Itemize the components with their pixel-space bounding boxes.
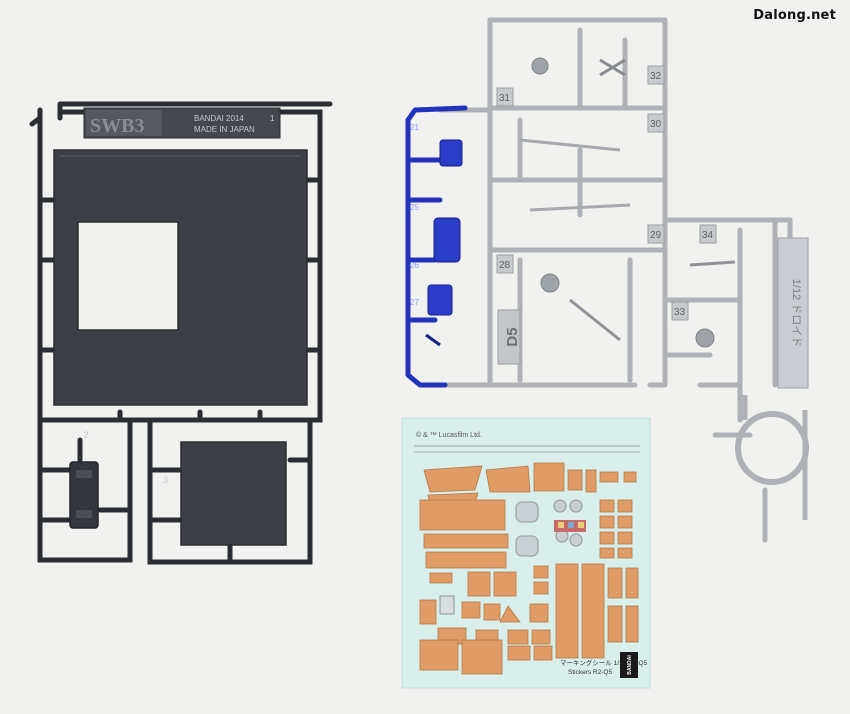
silver-parts (519, 57, 736, 348)
silver-part-number: 31 (499, 93, 511, 104)
silver-side-plate: 1/12 ドロイド (777, 237, 809, 389)
silver-side-label: 1/12 ドロイド (790, 279, 802, 347)
black-small-part: 2 (69, 430, 99, 529)
bandai-logo (620, 652, 638, 678)
silver-number-tags: 31 32 30 29 28 34 33 (496, 65, 717, 321)
black-small-plate: 3 (163, 441, 287, 546)
sprue-origin-label: MADE IN JAPAN (194, 125, 255, 134)
sticker-decals (419, 462, 639, 675)
bandai-logo-text: BANDAI (627, 655, 633, 675)
silver-part-number: 30 (650, 119, 662, 130)
silver-part-number: 29 (650, 230, 662, 241)
silver-part-number: 33 (674, 307, 686, 318)
watermark: Dalong.net (753, 8, 836, 23)
blue-parts (425, 139, 463, 347)
sticker-footer-line1: マーキングシール 1/12 R2-Q5 (560, 658, 648, 667)
sticker-copyright: © & ™ Lucasfilm Ltd. (416, 431, 482, 439)
sprue-gate-number: 3 (163, 475, 168, 485)
black-large-panel (53, 149, 308, 406)
sprue-gate-number: 2 (83, 430, 88, 440)
blue-part-number: 25 (410, 203, 419, 212)
sticker-footer-line2: Stickers R2-Q5 (568, 669, 612, 676)
silver-code-label: D5 (504, 327, 521, 346)
blue-part-number: 26 (410, 261, 419, 270)
blue-part-number: 21 (410, 123, 419, 132)
blue-number-tags: 21 25 26 27 (410, 123, 419, 307)
blue-part-number: 27 (410, 298, 419, 307)
sprue-gate-number: 1 (270, 114, 275, 123)
silver-code-plate: D5 (497, 309, 521, 365)
sprue-code-label: SWB3 (90, 115, 144, 137)
blue-sprue (405, 105, 468, 388)
sticker-sheet: © & ™ Lucasfilm Ltd. (401, 417, 651, 689)
sprue-maker-label: BANDAI 2014 (194, 114, 244, 123)
silver-part-number: 28 (499, 260, 511, 271)
black-sprue-code-plate: SWB3 BANDAI 2014 MADE IN JAPAN 1 (83, 107, 281, 139)
silver-part-number: 34 (702, 230, 714, 241)
sticker-outline-decals (439, 499, 583, 615)
silver-part-number: 32 (650, 71, 662, 82)
silver-ring (735, 395, 809, 520)
sticker-colour-cluster (554, 520, 586, 532)
